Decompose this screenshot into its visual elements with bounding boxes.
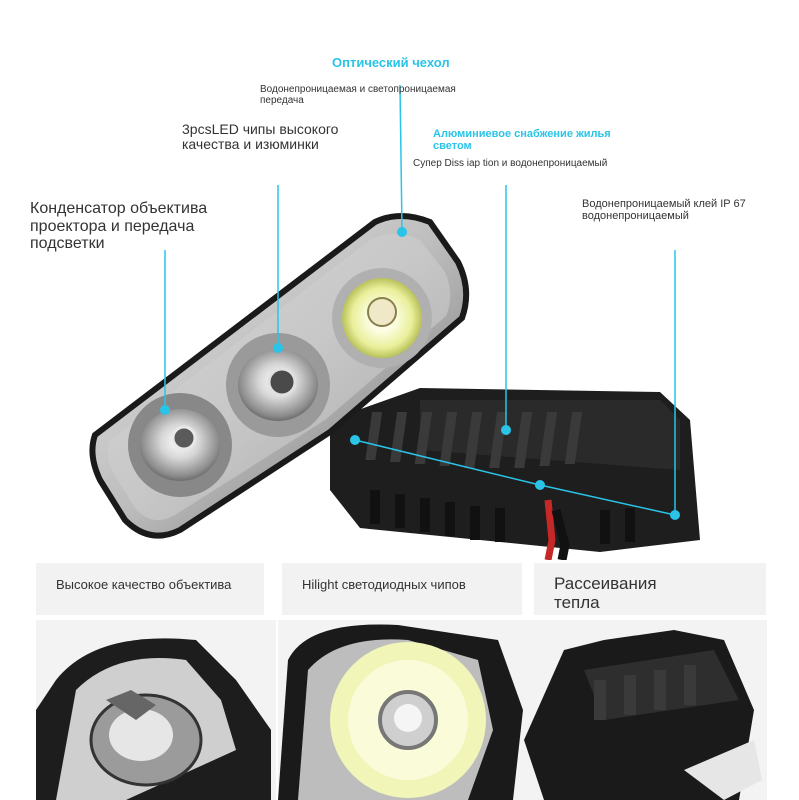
- panel-caption-lens: Высокое качество объектива: [36, 563, 264, 615]
- led-chip-2: [226, 333, 330, 437]
- detail-image-heatsink: [524, 620, 767, 800]
- panel-caption-led-text: Hilight светодиодных чипов: [302, 577, 466, 592]
- led-chip-3: [332, 268, 432, 368]
- detail-image-lens: [36, 620, 276, 800]
- optical-cover-desc: Водонепроницаемая и светопроницаемая пер…: [260, 84, 456, 106]
- led-chip-1: [128, 393, 232, 497]
- panel-caption-lens-text: Высокое качество объектива: [56, 577, 232, 592]
- callout-lines: [164, 84, 676, 516]
- callout-dots: [160, 227, 680, 520]
- glue-label: Водонепроницаемый клей IP 67 водонепрони…: [582, 198, 746, 223]
- detail-image-led: [278, 620, 526, 800]
- product-illustration: [89, 84, 700, 560]
- panel-caption-led: Hilight светодиодных чипов: [282, 563, 522, 615]
- aluminum-desc: Супер Diss iap tion и водонепроницаемый: [413, 158, 608, 169]
- lens-condenser-label: Конденсатор объектива проектора и переда…: [30, 200, 208, 253]
- optical-cover-title: Оптический чехол: [332, 55, 450, 70]
- panel-caption-heat: Рассеивания тепла: [534, 563, 766, 615]
- aluminum-title: Алюминиевое снабжение жилья светом: [433, 128, 611, 153]
- led-chips-label: 3pcsLED чипы высокого качества и изюминк…: [182, 121, 339, 153]
- panel-caption-heat-text: Рассеивания тепла: [554, 574, 657, 612]
- heatsink-housing: [330, 388, 700, 560]
